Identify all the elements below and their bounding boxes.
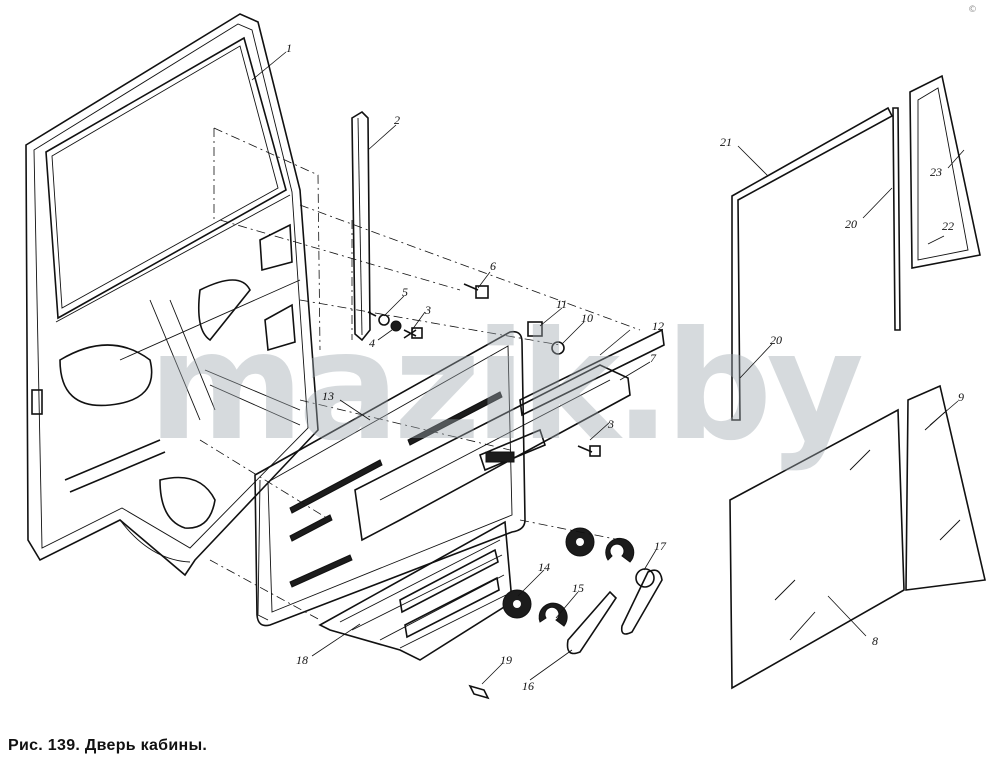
callout-20: 20	[770, 333, 782, 347]
callout-18: 18	[296, 653, 308, 667]
leader-lines	[251, 51, 965, 685]
door-panel	[25, 13, 319, 577]
callout-6: 6	[490, 259, 496, 273]
callout-13: 13	[322, 389, 334, 403]
callout-23: 23	[930, 165, 942, 179]
callout-16: 16	[522, 679, 534, 693]
door-trim-panel	[254, 330, 526, 627]
callout-14: 14	[538, 560, 550, 574]
callout-9: 9	[958, 390, 964, 404]
callout-11: 11	[556, 297, 567, 311]
vent-glass	[905, 384, 986, 591]
callout-12: 12	[652, 319, 664, 333]
callout-15: 15	[572, 581, 584, 595]
callout-3: 3	[424, 303, 431, 317]
callout-labels: 1 2 3 3 4 5 6 7 8 9 10 11 12 13 14 15 16…	[286, 41, 964, 693]
window-regulator-parts	[468, 527, 663, 700]
watermark-text: mazik.by	[148, 300, 862, 474]
callout-10: 10	[581, 311, 593, 325]
window-seal	[731, 106, 901, 421]
callout-5: 5	[402, 285, 408, 299]
callout-2: 2	[394, 113, 400, 127]
trim-insert	[318, 520, 513, 661]
callout-1: 1	[286, 41, 292, 55]
callout-22: 22	[942, 219, 954, 233]
assembly-lines	[199, 127, 641, 621]
callout-17: 17	[654, 539, 667, 553]
callout-21: 21	[720, 135, 732, 149]
figure-caption: Рис. 139. Дверь кабины.	[8, 737, 208, 754]
arm-rest	[354, 328, 665, 542]
callout-3: 3	[607, 417, 614, 431]
vent-window-frame	[909, 74, 981, 269]
callout-7: 7	[650, 351, 657, 365]
door-glass	[729, 408, 905, 690]
callout-4: 4	[369, 336, 375, 350]
callout-8: 8	[872, 634, 878, 648]
callout-20: 20	[845, 217, 857, 231]
fasteners	[367, 283, 601, 457]
callout-19: 19	[500, 653, 512, 667]
copyright-mark: ©	[968, 5, 977, 15]
window-run-channel	[351, 110, 371, 342]
